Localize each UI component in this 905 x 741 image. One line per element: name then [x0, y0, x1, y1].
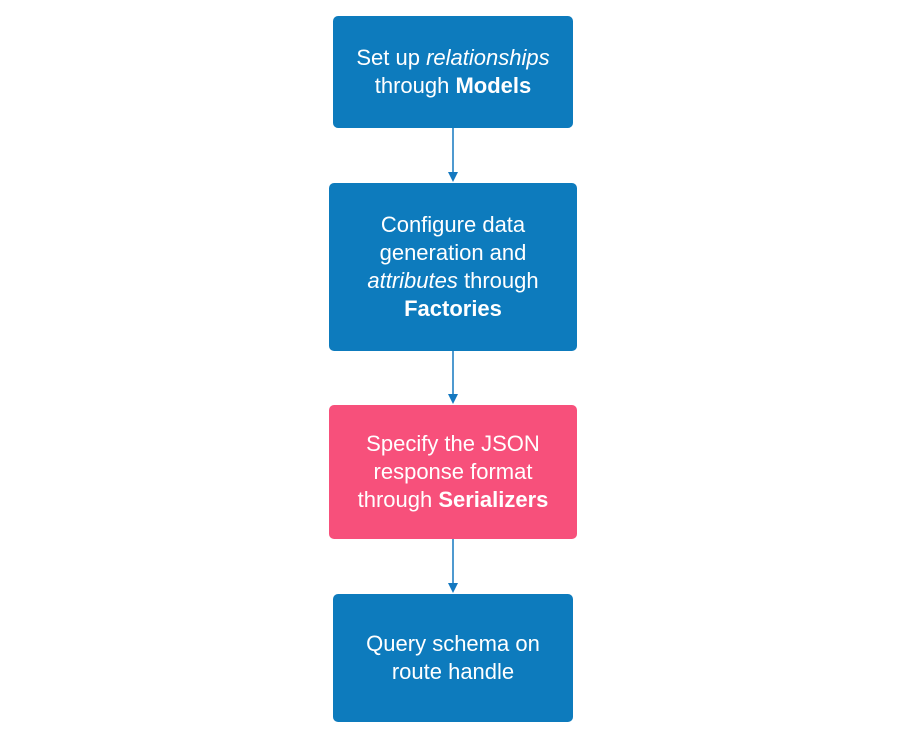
step-serializers-line-3: through Serializers: [357, 487, 549, 512]
step-factories-line-1: Configure data: [380, 212, 526, 237]
step-factories-box: Configure data generation and attributes…: [329, 183, 577, 351]
step-models-box: Set up relationships through Models: [333, 16, 573, 128]
step-query-line-2: route handle: [391, 659, 515, 684]
step-factories-line-2: generation and: [379, 240, 527, 265]
arrowhead-icon: [448, 394, 458, 404]
step-models-line-1: Set up relationships: [356, 45, 550, 70]
step-serializers-line-2: response format: [373, 459, 533, 484]
step-factories-line-3: attributes through: [367, 268, 539, 293]
step-serializers-box: Specify the JSON response format through…: [329, 405, 577, 539]
step-query-schema-box: Query schema on route handle: [333, 594, 573, 722]
step-factories-line-4: Factories: [404, 296, 502, 321]
step-models-line-2: through Models: [374, 73, 532, 98]
step-query-line-1: Query schema on: [366, 631, 540, 656]
arrowhead-icon: [448, 583, 458, 593]
arrowhead-icon: [448, 172, 458, 182]
step-serializers-line-1: Specify the JSON: [366, 431, 540, 456]
